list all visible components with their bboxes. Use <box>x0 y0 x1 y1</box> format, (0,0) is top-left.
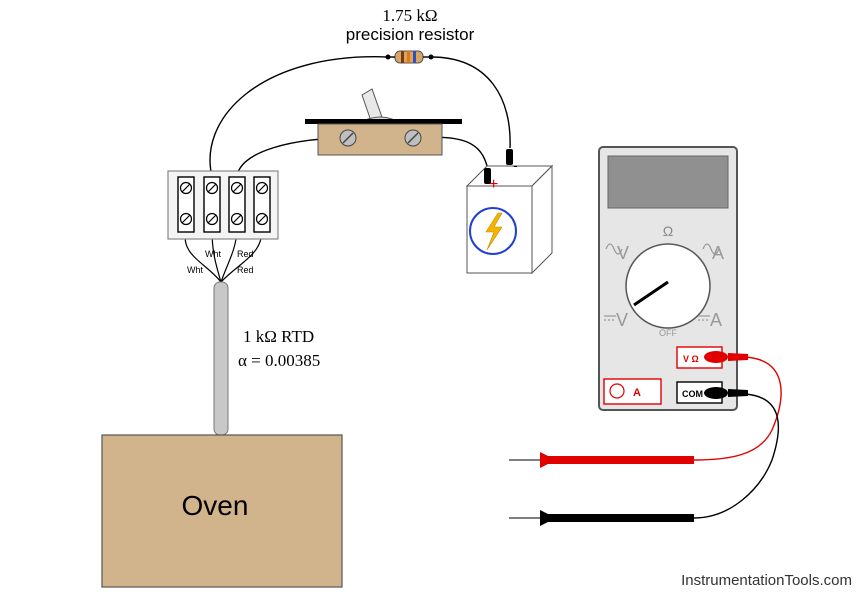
jack-amp-socket <box>609 383 625 399</box>
resistor-band-3 <box>413 51 416 63</box>
multimeter-display <box>607 155 729 209</box>
dial-pointer <box>633 280 669 307</box>
black-lead-wire <box>693 393 780 519</box>
terminal-4[interactable] <box>253 176 271 233</box>
battery-terminal-minus <box>506 149 513 165</box>
dial-label-off: OFF <box>659 328 677 338</box>
wire-resistor-to-terminal2 <box>209 56 389 181</box>
resistor-band-2 <box>407 51 410 63</box>
battery-plus-sign: + <box>489 176 498 193</box>
terminal-1[interactable] <box>177 176 195 233</box>
battery-minus-sign: - <box>513 157 518 173</box>
resistor-band-1 <box>401 51 404 63</box>
screw-icon <box>339 129 357 147</box>
red-probe[interactable] <box>509 452 694 468</box>
ac-wave-icon <box>702 243 720 255</box>
lightning-bolt-icon <box>485 212 503 251</box>
red-plug-boot <box>728 353 748 361</box>
rtd-alpha-label: α = 0.00385 <box>238 351 320 370</box>
screw-icon <box>404 129 422 147</box>
wire-label-wht-inner: Wht <box>205 249 222 259</box>
dial-label-ohm: Ω <box>663 223 673 239</box>
black-plug-boot <box>728 389 748 397</box>
battery-terminal-plus <box>484 168 491 184</box>
dial-label-dc-v: V <box>616 310 628 330</box>
black-probe[interactable] <box>509 510 694 526</box>
multimeter: Ω V A V A OFF V Ω COM A <box>598 146 738 411</box>
resistor-desc-label: precision resistor <box>346 25 475 44</box>
watermark-text: InstrumentationTools.com <box>681 572 852 589</box>
jack-v-ohm-label: V Ω <box>683 354 699 364</box>
terminal-3[interactable] <box>228 176 246 233</box>
precision-resistor <box>385 50 434 64</box>
black-plug <box>704 387 728 399</box>
terminal-2[interactable] <box>203 176 221 233</box>
oven-label: Oven <box>182 490 249 521</box>
red-lead-wire <box>693 356 782 461</box>
battery: + - <box>465 149 554 275</box>
dial-label-dc-a: A <box>710 310 722 330</box>
rtd-cable <box>213 281 229 436</box>
dial-label-ac-a: A <box>712 243 724 263</box>
oven-box <box>101 434 343 588</box>
switch-plate <box>305 119 462 124</box>
resistor-value-label: 1.75 kΩ <box>382 6 437 25</box>
selector-dial[interactable] <box>625 243 711 329</box>
jack-com-label: COM <box>682 389 703 399</box>
wire-label-wht-outer: Wht <box>187 265 204 275</box>
ac-wave-icon <box>605 243 623 255</box>
rtd-value-label: 1 kΩ RTD <box>243 327 314 346</box>
red-plug <box>704 351 728 363</box>
wire-label-red-inner: Red <box>237 249 254 259</box>
toggle-switch[interactable] <box>305 88 462 156</box>
jack-amp-label: A <box>633 387 641 399</box>
switch-base <box>317 123 443 156</box>
wire-label-red-outer: Red <box>237 265 254 275</box>
dial-label-ac-v: V <box>617 243 629 263</box>
wire-resistor-to-battery-minus <box>430 56 511 149</box>
terminal-block <box>167 170 279 240</box>
